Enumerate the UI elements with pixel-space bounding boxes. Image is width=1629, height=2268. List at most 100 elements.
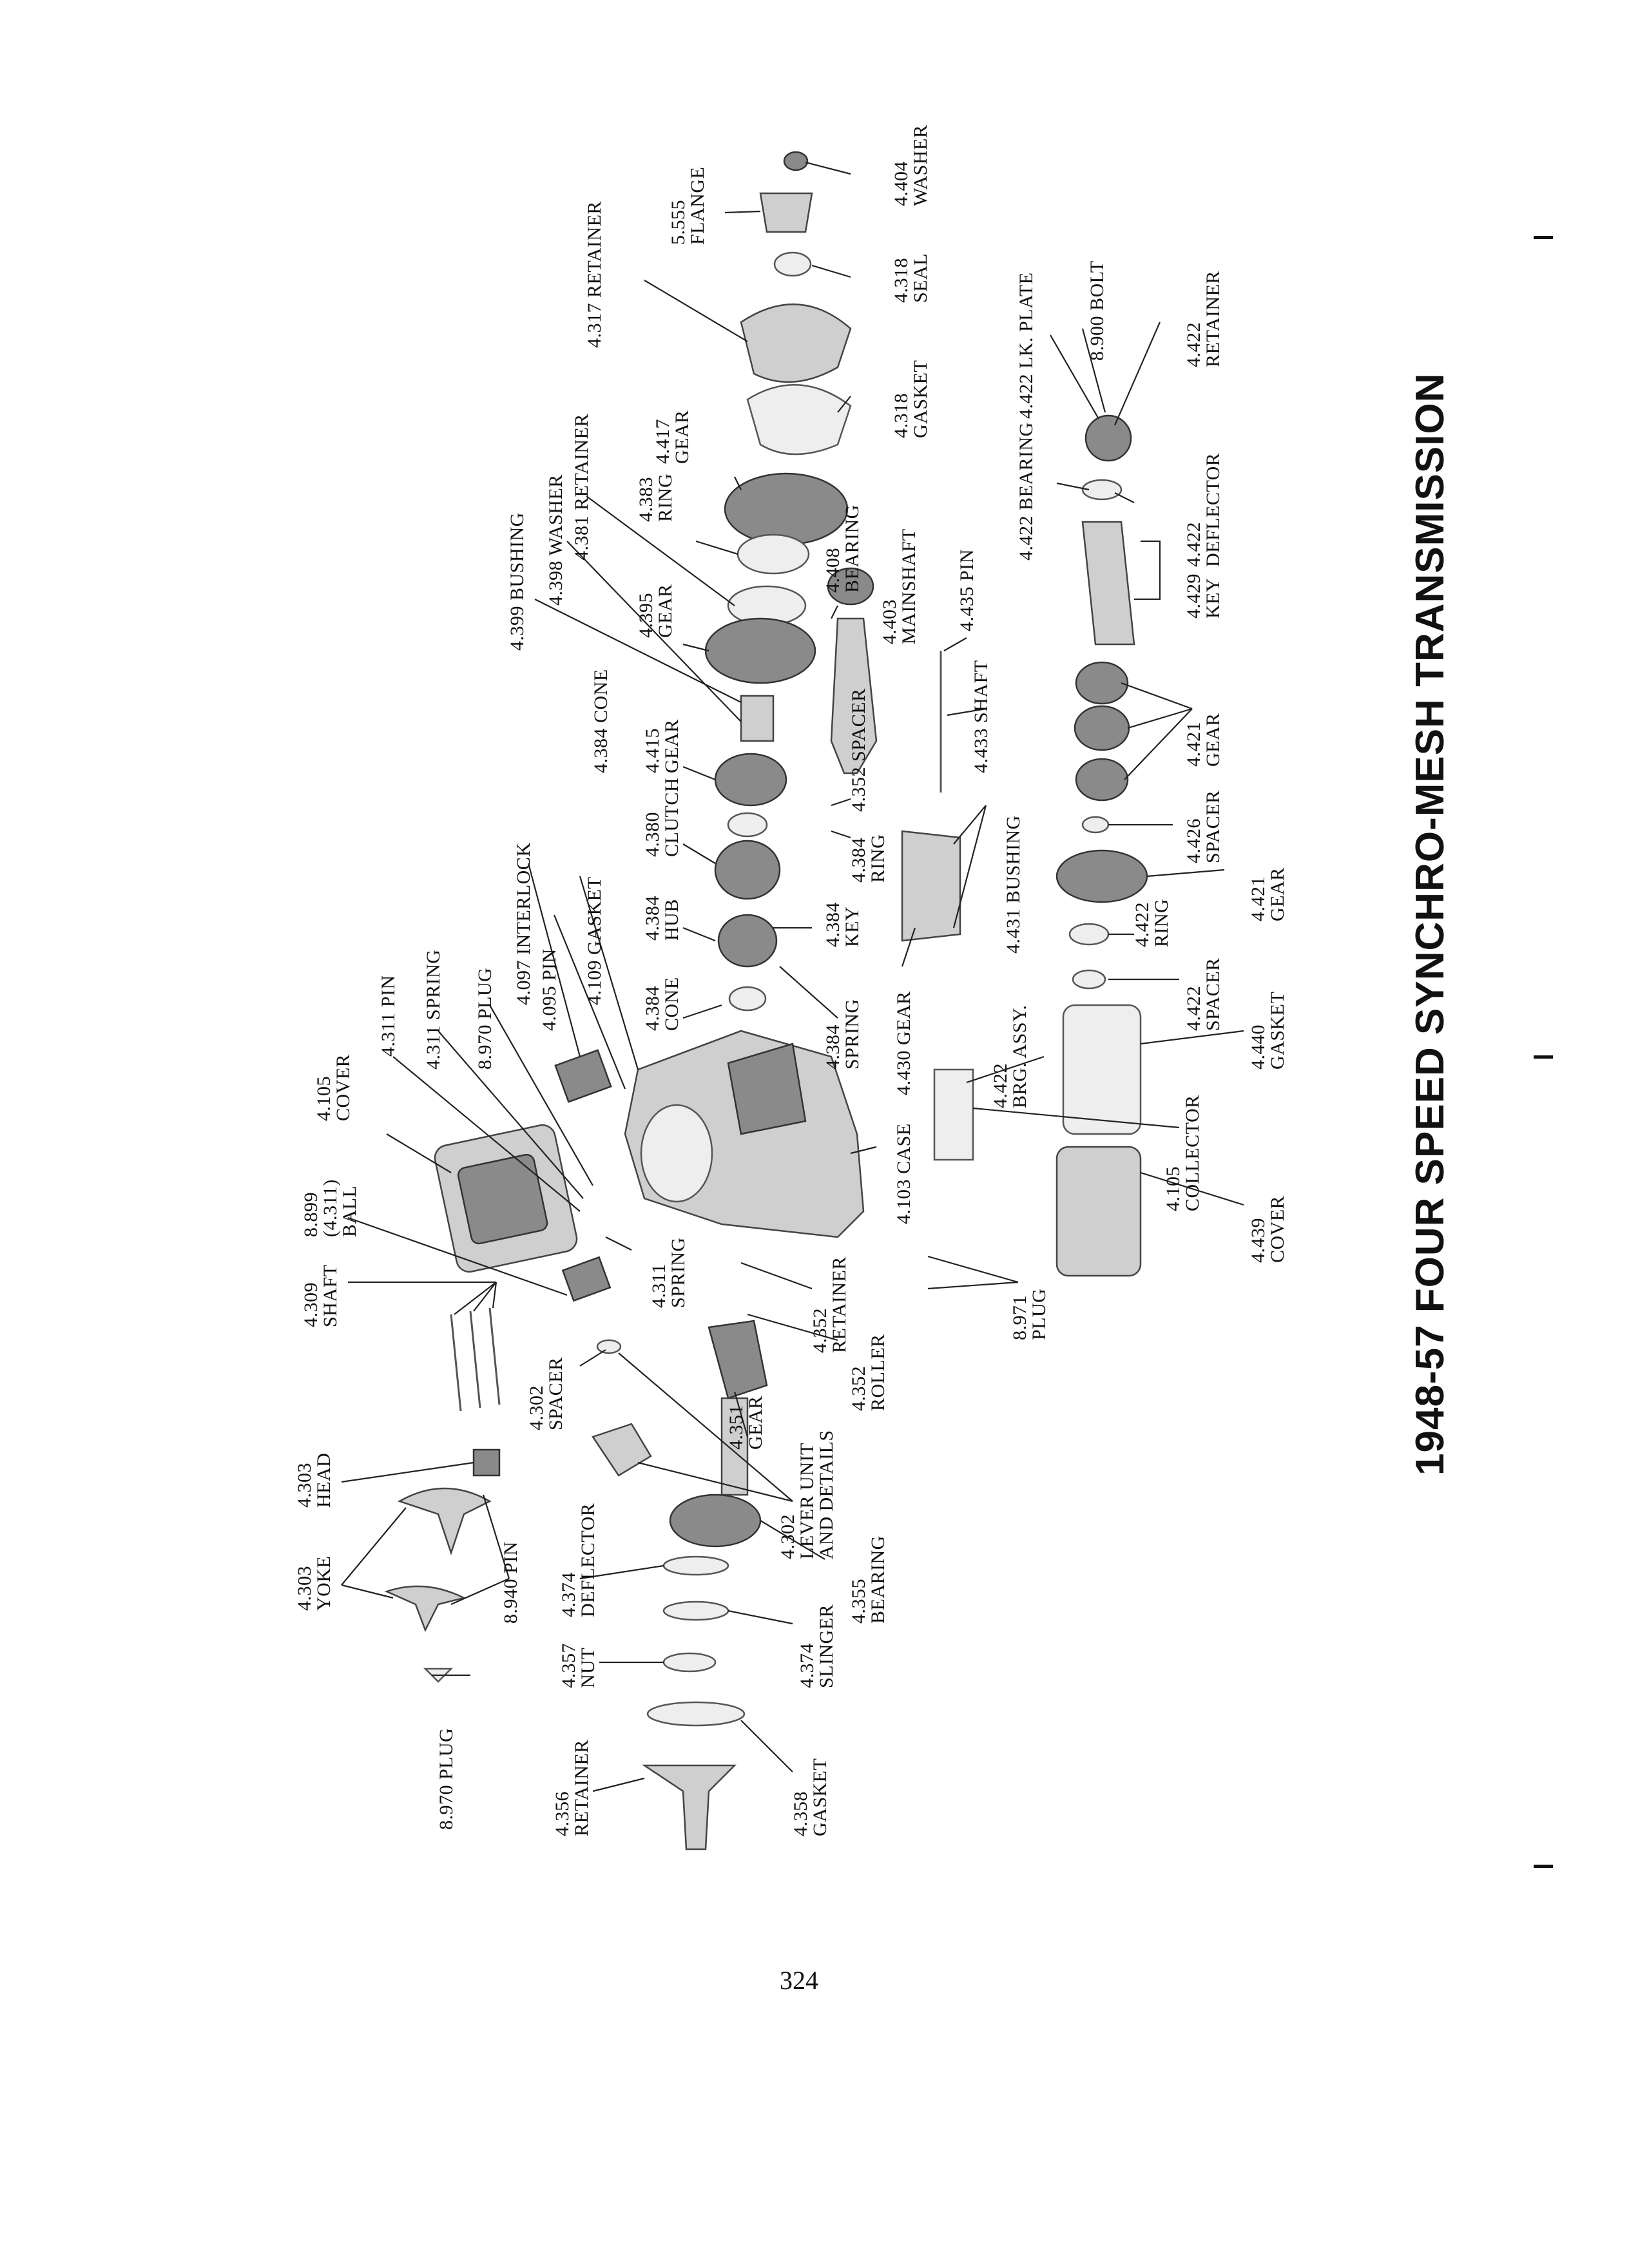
part-label-line: 4.422 BEARING — [1016, 422, 1037, 561]
part-label-line: 8.900 BOLT — [1086, 260, 1108, 361]
part-label-line: 4.426 — [1183, 818, 1204, 863]
part-label-line: SPRING — [668, 1237, 689, 1308]
part-label-line: 4.317 RETAINER — [584, 201, 605, 348]
part-label-4-431: 4.431 BUSHING — [1003, 815, 1024, 954]
part-label-line: ROLLER — [867, 1334, 889, 1411]
part-label-line: 4.109 GASKET — [584, 877, 605, 1005]
part-label-4-384key: 4.384KEY — [822, 902, 863, 947]
part-label-line: YOKE — [313, 1556, 334, 1611]
part-label-line: MAINSHAFT — [898, 528, 920, 644]
part-label-line: 4.422 LK. PLATE — [1016, 273, 1037, 419]
part-label-4-302lev: 4.302LEVER UNITAND DETAILS — [777, 1430, 837, 1559]
shift-shaft-3-illustration — [488, 1307, 501, 1405]
part-label-line: 4.429 — [1183, 573, 1204, 619]
yoke-upper-illustration — [397, 1487, 492, 1555]
part-label-4-384cone1: 4.384 CONE — [590, 669, 612, 773]
part-label-line: SPACER — [545, 1357, 566, 1430]
part-label-line: 4.408 — [822, 548, 843, 593]
lever-unit-illustration — [592, 1423, 652, 1477]
part-label-4-398: 4.398 WASHER — [545, 474, 566, 606]
page-number: 324 — [780, 1966, 818, 1995]
clutch-illustration — [714, 840, 781, 900]
part-label-line: 4.309 — [300, 1282, 322, 1327]
part-label-line: SPRING — [842, 999, 863, 1070]
slinger-illustration — [662, 1600, 729, 1621]
part-label-4-318s: 4.318SEAL — [891, 253, 931, 303]
part-label-line: GEAR — [1202, 713, 1224, 767]
part-label-line: HEAD — [313, 1453, 334, 1508]
part-label-4-426: 4.426SPACER — [1183, 790, 1224, 863]
part-label-line: 4.439 — [1248, 1218, 1269, 1263]
part-illustrations — [384, 151, 1148, 1850]
front-gasket-illustration — [646, 1701, 746, 1727]
part-label-4-374sl: 4.374SLINGER — [796, 1604, 837, 1688]
part-label-4-384cone2: 4.384CONE — [642, 977, 682, 1031]
part-label-line: PLUG — [1028, 1289, 1050, 1340]
part-label-4-105cover: 4.105COVER — [313, 1054, 354, 1121]
part-label-4-435: 4.435 PIN — [956, 549, 978, 631]
part-label-line: SPACER — [1202, 957, 1224, 1031]
mainshaft-bearing-illustration — [827, 567, 874, 606]
gear-4421-a-illustration — [1075, 661, 1129, 705]
part-label-line: 8.970 PLUG — [474, 968, 496, 1070]
part-label-line: 4.358 — [790, 1791, 811, 1836]
part-label-4-356: 4.356RETAINER — [552, 1740, 592, 1836]
part-label-line: KEY — [1202, 578, 1224, 619]
part-label-4-422def: 4.422DEFLECTOR — [1183, 453, 1224, 567]
shift-head-illustration — [472, 1448, 501, 1477]
part-label-4-430: 4.430 GEAR — [893, 991, 914, 1095]
part-label-line: DEFLECTOR — [1202, 453, 1224, 567]
part-label-line: COVER — [333, 1054, 354, 1121]
part-label-4-105coll: 4.105COLLECTOR — [1162, 1095, 1203, 1211]
part-label-line: GEAR — [1267, 867, 1288, 921]
part-label-line: GEAR — [671, 410, 693, 464]
part-label-line: 4.431 BUSHING — [1003, 815, 1024, 954]
gear-4415-illustration — [714, 753, 787, 807]
part-label-8-899: 8.899(4.311)BALL — [300, 1179, 360, 1237]
part-label-4-303yoke: 4.303YOKE — [294, 1556, 334, 1611]
part-label-4-303head: 4.303HEAD — [294, 1453, 334, 1508]
part-label-4-311spr: 4.311 SPRING — [423, 949, 444, 1070]
part-label-line: 4.415 — [642, 728, 663, 773]
margin-tick-top — [1534, 236, 1553, 239]
part-label-line: 4.384 — [822, 1024, 843, 1070]
part-label-line: 4.384 — [822, 902, 843, 947]
part-label-4-318g: 4.318GASKET — [891, 360, 931, 438]
part-label-4-351: 4.351GEAR — [726, 1396, 766, 1450]
part-label-line: 4.440 — [1248, 1024, 1269, 1070]
part-label-4-399: 4.399 BUSHING — [506, 512, 528, 651]
part-label-4-311spr2: 4.311SPRING — [648, 1237, 689, 1308]
part-label-line: 8.899 — [300, 1192, 322, 1237]
bushing-illustration — [740, 695, 775, 742]
part-label-8-971: 8.971PLUG — [1009, 1289, 1050, 1340]
part-label-4-440: 4.440GASKET — [1248, 992, 1288, 1070]
part-label-line: KEY — [842, 907, 863, 947]
margin-tick-middle — [1534, 1055, 1553, 1059]
part-label-line: 4.356 — [552, 1791, 573, 1836]
gear-4421-large-illustration — [1055, 849, 1148, 903]
leader-lines — [341, 161, 1244, 1792]
part-label-line: 4.384 CONE — [590, 669, 612, 773]
idler-deflector-illustration — [1081, 479, 1123, 501]
part-label-line: CLUTCH — [661, 778, 682, 857]
front-retainer-illustration — [641, 1764, 737, 1850]
part-label-line: SPACER — [1202, 790, 1224, 863]
part-label-line: 4.421 — [1248, 876, 1269, 921]
side-cover-illustration — [1055, 1146, 1142, 1277]
idler-ring-illustration — [1068, 923, 1110, 946]
part-label-line: RING — [867, 834, 889, 883]
part-label-line: GEAR — [661, 719, 682, 773]
part-label-line: 4.352 SPACER — [848, 688, 869, 812]
part-label-line: 4.357 — [558, 1643, 579, 1688]
part-label-line: RING — [1151, 899, 1172, 947]
part-label-4-395: 4.395GEAR — [635, 584, 676, 638]
part-label-line: 4.303 — [294, 1566, 315, 1611]
part-label-line: GASKET — [1267, 992, 1288, 1070]
part-label-line: 4.395 — [635, 593, 657, 638]
collector-illustration — [933, 1068, 974, 1161]
part-label-8-970plug1: 8.970 PLUG — [474, 968, 496, 1070]
diagram-title: 1948-57 FOUR SPEED SYNCHRO-MESH TRANSMIS… — [1408, 373, 1452, 1475]
part-label-line: DEFLECTOR — [577, 1503, 599, 1617]
part-label-4-302sp: 4.302SPACER — [526, 1357, 566, 1430]
